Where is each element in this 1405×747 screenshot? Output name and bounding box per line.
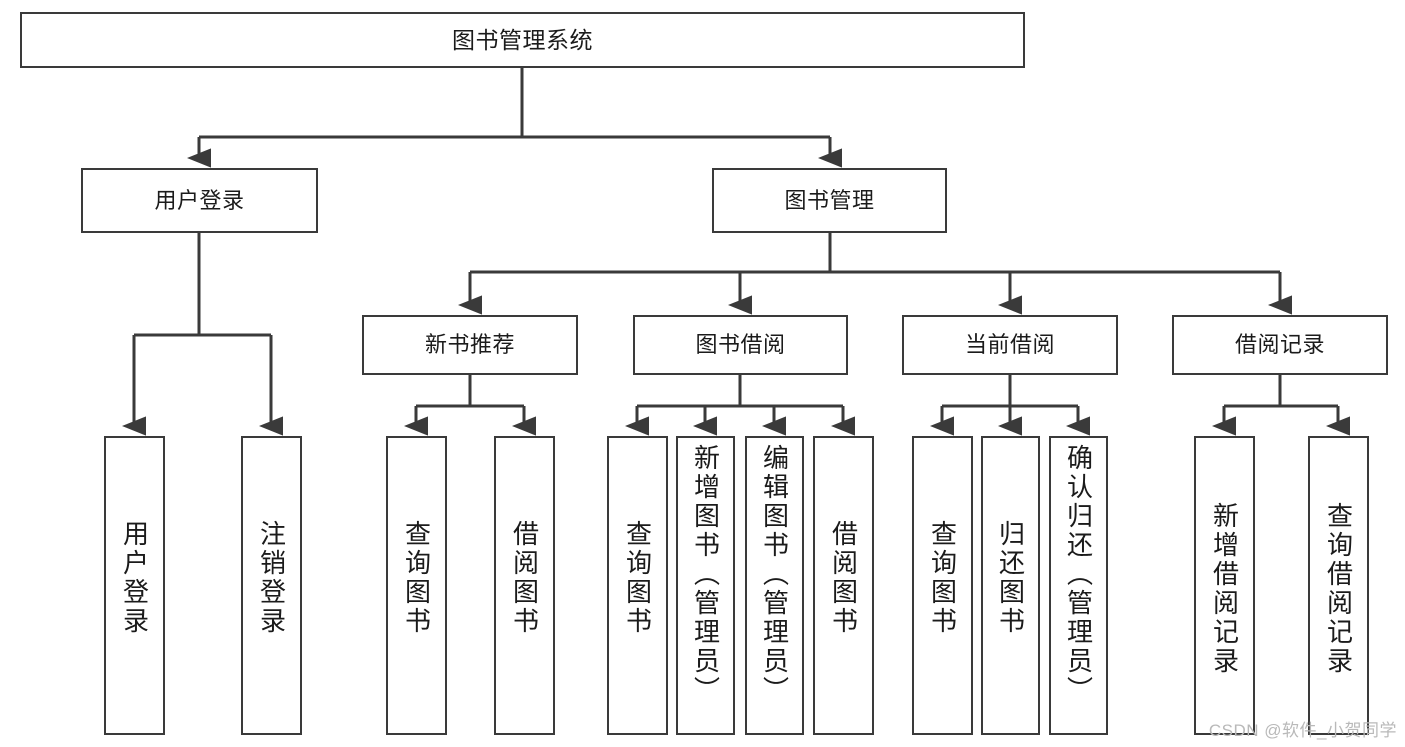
leaf-current-return-book-label: 归还图书 [995,520,1026,636]
node-root-label: 图书管理系统 [452,26,593,53]
leaf-borrow-add-book[interactable]: 新增图书（管理员） [676,436,735,735]
leaf-current-confirm-return-label: 确认归还（管理员） [1063,444,1094,705]
node-new-book-recommend[interactable]: 新书推荐 [362,315,578,375]
node-book-manage-label: 图书管理 [784,187,875,213]
leaf-borrow-borrow-book[interactable]: 借阅图书 [813,436,874,735]
leaf-record-query-label: 查询借阅记录 [1323,502,1354,676]
leaf-borrow-edit-book[interactable]: 编辑图书（管理员） [745,436,804,735]
leaf-current-query-book-label: 查询图书 [927,520,958,636]
leaf-borrow-add-book-label: 新增图书（管理员） [690,444,721,705]
leaf-current-confirm-return[interactable]: 确认归还（管理员） [1049,436,1108,735]
node-current-borrow[interactable]: 当前借阅 [902,315,1118,375]
leaf-user-logout[interactable]: 注销登录 [241,436,302,735]
leaf-recommend-query-book[interactable]: 查询图书 [386,436,447,735]
leaf-borrow-borrow-book-label: 借阅图书 [828,520,859,636]
node-root[interactable]: 图书管理系统 [20,12,1025,68]
node-current-borrow-label: 当前借阅 [964,332,1055,358]
leaf-current-query-book[interactable]: 查询图书 [912,436,973,735]
leaf-record-query[interactable]: 查询借阅记录 [1308,436,1369,735]
leaf-user-logout-label: 注销登录 [256,520,287,636]
node-user-login[interactable]: 用户登录 [81,168,318,233]
node-new-book-recommend-label: 新书推荐 [424,332,515,358]
node-book-borrow[interactable]: 图书借阅 [633,315,848,375]
leaf-recommend-borrow-book[interactable]: 借阅图书 [494,436,555,735]
node-book-manage[interactable]: 图书管理 [712,168,947,233]
leaf-borrow-query-book[interactable]: 查询图书 [607,436,668,735]
leaf-current-return-book[interactable]: 归还图书 [981,436,1040,735]
node-book-borrow-label: 图书借阅 [695,332,786,358]
node-user-login-label: 用户登录 [154,187,245,213]
watermark: CSDN @软件_小贺同学 [1208,721,1397,740]
node-borrow-record-label: 借阅记录 [1234,332,1325,358]
leaf-record-add[interactable]: 新增借阅记录 [1194,436,1255,735]
leaf-record-add-label: 新增借阅记录 [1209,502,1240,676]
leaf-borrow-edit-book-label: 编辑图书（管理员） [759,444,790,705]
leaf-user-login[interactable]: 用户登录 [104,436,165,735]
node-borrow-record[interactable]: 借阅记录 [1172,315,1388,375]
leaf-borrow-query-book-label: 查询图书 [622,520,653,636]
leaf-user-login-label: 用户登录 [119,520,150,636]
leaf-recommend-query-book-label: 查询图书 [401,520,432,636]
leaf-recommend-borrow-book-label: 借阅图书 [509,520,540,636]
